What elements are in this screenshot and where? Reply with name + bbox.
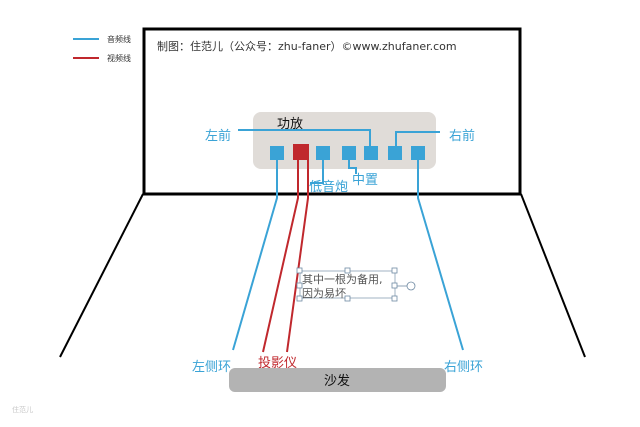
wall-right-line [520,193,586,358]
legend-video-label: 视频线 [107,53,131,63]
port-subwoofer [316,146,330,160]
port-front-right [388,146,402,160]
wire-side-right [417,158,464,351]
port-front-left [364,146,378,160]
wire-center [348,158,357,174]
wire-projector-1 [262,158,299,353]
label-projector: 投影仪 [258,355,297,371]
video-wires [262,158,309,353]
legend: 音频线 视频线 [73,34,131,63]
note-line-2: 因为易坏 [302,287,346,300]
amplifier-ports [270,144,425,160]
label-subwoofer: 低音炮 [309,179,348,195]
wire-front-left [238,129,371,147]
wire-projector-2 [286,158,309,353]
port-side-right [411,146,425,160]
label-front-right: 右前 [449,128,475,144]
label-front-left: 左前 [205,128,231,144]
credit-text: 制图：住范儿（公众号：zhu-faner）©www.zhufaner.com [157,39,457,53]
wire-front-right [395,131,440,147]
wire-side-left [232,158,278,351]
wire-subwoofer [310,158,324,184]
port-center [342,146,356,160]
note-line-1: 其中一根为备用, [302,272,383,286]
wall-left-line [59,193,144,358]
annotation-note: 其中一根为备用, 因为易坏 [296,267,416,302]
audio-wires [232,129,464,351]
amplifier-title: 功放 [277,117,303,132]
label-center: 中置 [352,173,378,188]
legend-audio-label: 音频线 [107,34,131,44]
port-video [293,144,309,160]
rotate-handle-icon [406,281,416,291]
label-side-right: 右侧环 [444,360,483,375]
front-wall-frame [142,27,522,196]
watermark: 住范儿 [12,405,33,414]
sofa [229,368,446,392]
label-side-left: 左侧环 [192,360,231,375]
port-side-left [270,146,284,160]
note-handles [296,267,398,302]
sofa-label: 沙发 [324,373,350,389]
